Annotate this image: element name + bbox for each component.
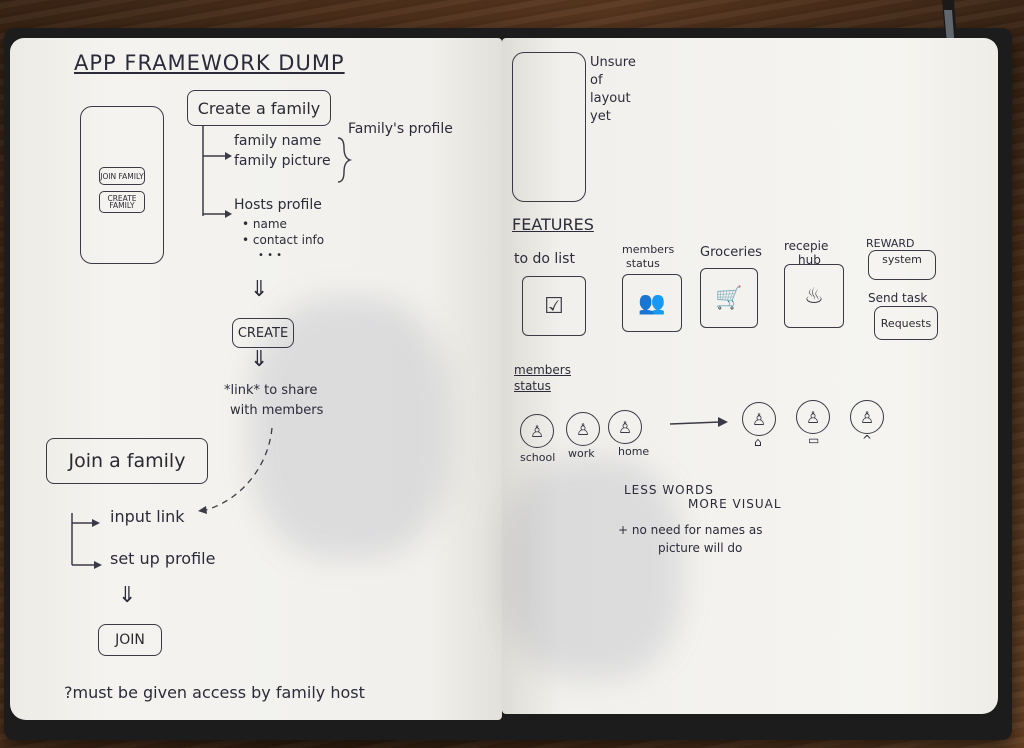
person-icon: ♙ xyxy=(751,409,767,429)
footnote: ?must be given access by family host xyxy=(64,683,365,702)
status-label-home: home xyxy=(618,445,650,458)
person-icon: ♙ xyxy=(617,417,633,437)
feature-label-todo: to do list xyxy=(514,251,575,267)
share-note-line-2: with members xyxy=(230,403,324,418)
layout-note-1: Unsure xyxy=(590,55,636,70)
create-family-sketch-button: CREATE FAMILY xyxy=(99,191,145,213)
feature-label-recipe-1: recepie xyxy=(784,239,829,253)
join-step-input-link: input link xyxy=(110,507,185,526)
person-icon: ♙ xyxy=(859,407,875,427)
hosts-profile-label: Hosts profile xyxy=(234,197,322,213)
phone-sketch-unsure xyxy=(512,52,586,202)
feature-label-groceries: Groceries xyxy=(700,245,762,260)
member-avatar: ♙ xyxy=(566,412,600,446)
members-feature: 👥 xyxy=(622,274,682,332)
person-icon: ♙ xyxy=(529,421,545,441)
note-no-names: + no need for names as xyxy=(618,523,763,537)
feature-label-members-1: members xyxy=(622,243,675,256)
member-avatar: ♙ xyxy=(520,414,554,448)
status-label-work: work xyxy=(568,447,595,460)
right-page: Unsure of layout yet FEATURES to do list… xyxy=(502,38,998,714)
host-field-more: • • • xyxy=(258,250,283,261)
create-sketch-button: CREATE xyxy=(232,318,294,348)
members-status-heading-1: members xyxy=(514,363,571,377)
member-avatar: ♙ xyxy=(608,410,642,444)
layout-note-4: yet xyxy=(590,109,611,124)
page-title: APP FRAMEWORK DUMP xyxy=(74,51,345,75)
send-task-feature: Requests xyxy=(874,306,938,340)
note-picture: picture will do xyxy=(658,541,743,555)
shadow xyxy=(250,298,450,558)
shadow xyxy=(502,458,682,678)
phone-sketch: JOIN FAMILY CREATE FAMILY xyxy=(80,106,164,264)
share-note-line-1: *link* to share xyxy=(224,383,318,398)
reward-feature: system xyxy=(868,250,936,280)
feature-label-members-2: status xyxy=(626,257,660,270)
layout-note-3: layout xyxy=(590,91,631,106)
members-status-heading-2: status xyxy=(514,379,551,393)
feature-label-recipe-2: hub xyxy=(798,253,821,267)
family-profile-label: Family's profile xyxy=(348,121,453,137)
layout-note-2: of xyxy=(590,73,603,88)
person-icon: ♙ xyxy=(805,407,821,427)
create-family-box: Create a family xyxy=(187,90,331,126)
join-family-sketch-button: JOIN FAMILY xyxy=(99,167,145,185)
member-avatar-icon-status: ♙ xyxy=(796,400,830,434)
cart-icon: 🛒 xyxy=(715,285,743,311)
join-step-setup-profile: set up profile xyxy=(110,549,216,568)
todo-feature: ☑ xyxy=(522,276,586,336)
features-heading: FEATURES xyxy=(512,215,594,234)
left-page: APP FRAMEWORK DUMP JOIN FAMILY CREATE FA… xyxy=(10,38,502,720)
status-arrow xyxy=(669,417,728,427)
join-sketch-button: JOIN xyxy=(98,624,162,656)
arrow-icon xyxy=(718,417,728,427)
checkbox-icon: ☑ xyxy=(544,293,564,319)
host-field-contact: • contact info xyxy=(242,233,325,247)
groceries-feature: 🛒 xyxy=(700,268,758,328)
recipe-feature: ♨ xyxy=(784,264,844,328)
member-avatar-icon-status: ♙ xyxy=(850,400,884,434)
join-family-box: Join a family xyxy=(46,438,208,484)
family-field-picture: family picture xyxy=(234,153,331,169)
status-label-school: school xyxy=(520,451,556,464)
person-icon: ♙ xyxy=(575,419,591,439)
host-field-name: • name xyxy=(242,217,287,231)
feature-label-reward-1: REWARD xyxy=(866,237,915,250)
member-avatar-icon-status: ♙ xyxy=(742,402,776,436)
feature-label-send-task: Send task xyxy=(868,291,928,305)
down-arrow-icon: ⇓ xyxy=(118,583,137,608)
flow-lines xyxy=(71,126,353,569)
people-icon: 👥 xyxy=(638,290,666,316)
family-field-name: family name xyxy=(234,133,322,149)
note-less-words: LESS WORDS xyxy=(624,483,714,497)
school-status-icon: ⌂ xyxy=(754,435,762,449)
home-status-icon: ^ xyxy=(862,433,873,447)
down-arrow-icon: ⇓ xyxy=(250,347,269,372)
note-more-visual: MORE VISUAL xyxy=(688,497,782,511)
pot-icon: ♨ xyxy=(804,283,824,309)
down-arrow-icon: ⇓ xyxy=(250,277,269,302)
work-status-icon: ▭ xyxy=(808,433,820,447)
